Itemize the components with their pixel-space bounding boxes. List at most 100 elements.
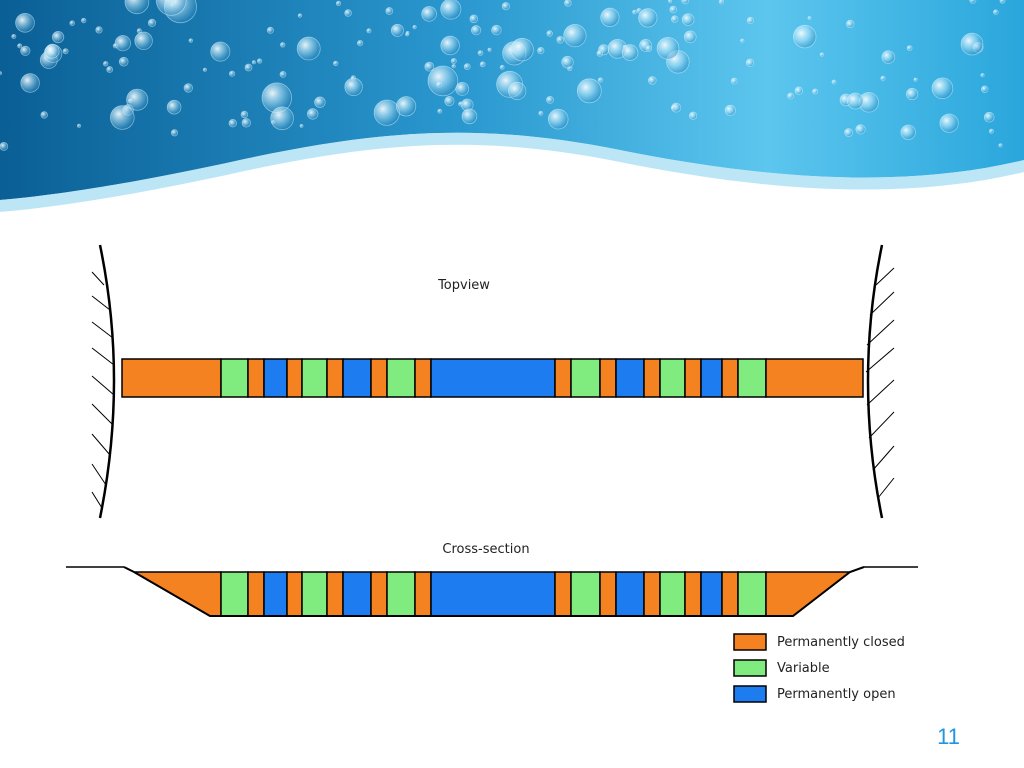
bubble [670,105,676,111]
bubble [385,7,394,15]
bubble [669,5,677,14]
cross-section-segment-variable [220,571,249,617]
bubble [183,83,194,93]
cross-section-segment-closed [684,571,702,617]
bubble [202,67,207,72]
bubble [344,77,363,97]
topview-right-bank [865,244,895,519]
bubble [501,2,510,11]
bubble [745,58,755,67]
cross-section-segment-closed [247,571,265,617]
bubble [469,14,479,24]
bubble [508,81,527,101]
topview-segment-closed [643,358,661,398]
legend-swatch-open [733,685,767,703]
bubble [424,61,435,72]
topview-segment-closed [765,358,864,398]
bubble [299,124,304,128]
bubble [479,61,486,68]
cross-section-segment-open [263,571,288,617]
topview-segment-open [263,358,288,398]
cross-section-segment-open [615,571,645,617]
bubble [905,87,919,101]
bubble [960,32,984,56]
bubble [510,37,534,62]
bubble [366,28,372,34]
bubble [998,143,1003,148]
bubble [846,92,864,110]
bubble [746,16,755,25]
bubble [831,79,837,85]
bubble [537,46,545,55]
bubble [166,99,182,115]
bubble [461,108,478,125]
bubble [106,66,114,73]
bubble [992,9,999,15]
bubble [939,113,959,133]
bubble [463,63,471,70]
bubble [40,111,48,119]
bubble [458,101,464,107]
bubble [356,39,364,47]
bubble [793,24,817,49]
topview-segment-closed [684,358,702,398]
bubble [900,124,916,141]
topview-segment-variable [301,358,328,398]
topview-segment-closed [286,358,303,398]
bubble [547,108,569,130]
bubble [405,31,410,35]
cross-section-segment-closed [554,571,572,617]
bubble [683,30,697,44]
bubble [880,75,886,81]
bubble [335,0,342,7]
bubble [307,108,319,120]
bubble [0,142,9,151]
cross-section-segment-variable [570,571,601,617]
legend-label-closed: Permanently closed [777,635,905,650]
cross-section-segment-variable [737,571,767,617]
bubble [668,0,673,3]
cross-section-segment-closed [721,571,739,617]
bubble [440,0,462,20]
cross-section-segment-open [342,571,372,617]
cross-section-segment-closed [765,571,853,617]
bubble [110,105,135,130]
bubble [491,24,502,36]
bubbles-group [0,0,1006,151]
bubble [436,81,443,88]
bubble [126,88,149,111]
topview-segment-open [342,358,372,398]
topview-segment-variable [220,358,249,398]
bubble [437,108,443,114]
bubble [983,111,995,123]
bubble [576,78,602,104]
cross-section-segment-variable [386,571,416,617]
bubble [980,73,985,78]
bubble [477,50,484,56]
bubble [390,23,404,37]
cross-section-segment-closed [326,571,344,617]
bubble [62,48,69,55]
topview-segment-open [615,358,645,398]
bubble [999,0,1006,4]
cross-section-segment-variable [301,571,328,617]
cross-section-outline [123,566,865,617]
bubble [546,96,554,104]
bubble [344,9,352,17]
bubble [556,35,564,44]
bubble [807,16,812,20]
topview-segment-closed [370,358,388,398]
bubble [20,73,40,93]
bubble [681,0,690,5]
topview-segment-closed [414,358,432,398]
bubble [538,110,544,116]
legend-swatch-closed [733,633,767,651]
bubble [11,34,17,40]
bubble [95,26,103,34]
bubble [395,96,417,117]
bubble [256,58,263,64]
bubble [228,118,237,128]
bubble [134,31,153,51]
bubble [51,30,65,44]
